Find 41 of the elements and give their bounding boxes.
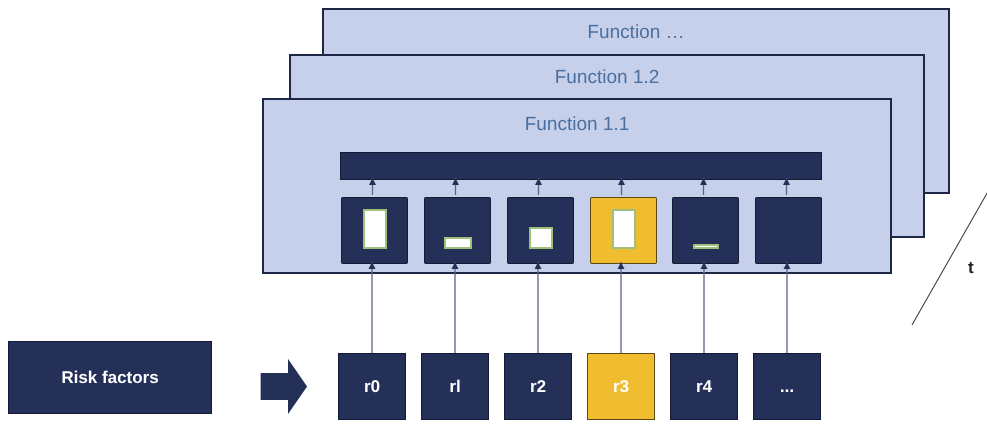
factor-weight-box [424, 197, 491, 264]
arrow [700, 262, 708, 353]
panel-title: Function 1.2 [554, 67, 660, 89]
factor-label: Risk factors [60, 368, 160, 388]
time-axis-label: t [968, 258, 974, 278]
arrow [369, 178, 376, 195]
arrow [618, 178, 625, 195]
factor-label: r2 [528, 376, 548, 396]
risk-factor-box [8, 341, 212, 414]
arrow [783, 178, 790, 195]
function-panel [322, 8, 950, 54]
panel-title: Function 1.1 [524, 114, 630, 136]
risk-factor-box [587, 353, 655, 420]
factor-label: r0 [362, 376, 382, 396]
factor-weight-box [755, 197, 822, 264]
arrow [452, 178, 459, 195]
factor-weight-box [341, 197, 408, 264]
arrow [534, 262, 542, 353]
risk-factor-box [753, 353, 821, 420]
factor-weight-box [507, 197, 574, 264]
arrow [618, 262, 624, 353]
arrow [700, 178, 707, 195]
arrow [784, 262, 790, 353]
function-panel [289, 54, 925, 98]
arrow [452, 262, 458, 353]
factor-weight-box [672, 197, 739, 264]
arrow [368, 262, 376, 353]
function-panel [262, 98, 892, 274]
risk-factor-box [504, 353, 572, 420]
risk-factor-box [670, 353, 738, 420]
risk-factor-box [338, 353, 406, 420]
factor-label: rl [448, 376, 462, 396]
output-bar [340, 152, 822, 180]
risk-factor-box [421, 353, 489, 420]
factor-label: r4 [694, 376, 714, 396]
panel-title: Function … [586, 22, 686, 44]
factor-weight-box [590, 197, 657, 264]
factor-label: ... [778, 376, 796, 396]
arrow [535, 178, 542, 195]
block-arrow [260, 358, 308, 414]
factor-label: r3 [612, 376, 630, 396]
